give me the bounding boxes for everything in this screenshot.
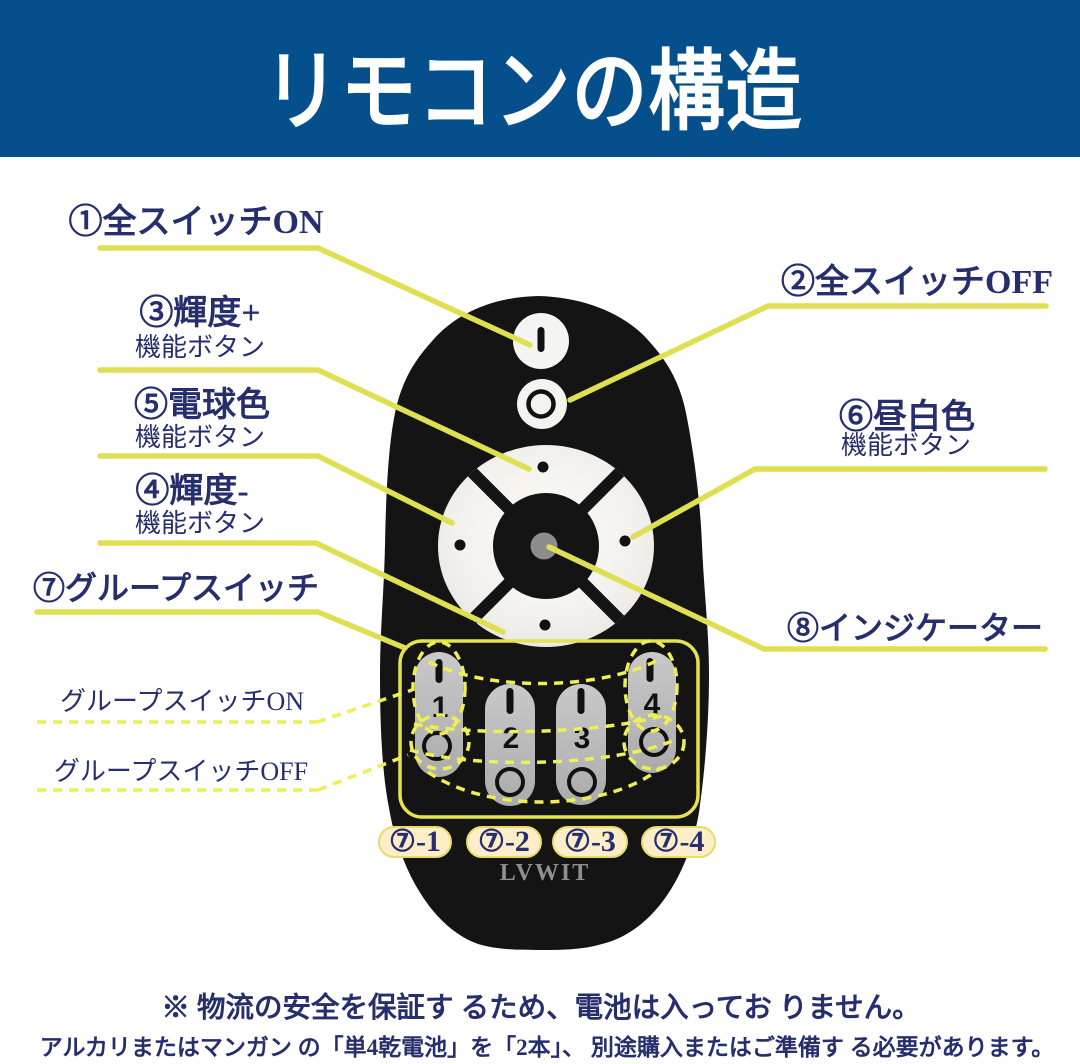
svg-text:1: 1 [432,691,449,724]
svg-text:3: 3 [574,722,591,755]
svg-text:4: 4 [644,688,661,721]
svg-text:2: 2 [503,722,520,755]
